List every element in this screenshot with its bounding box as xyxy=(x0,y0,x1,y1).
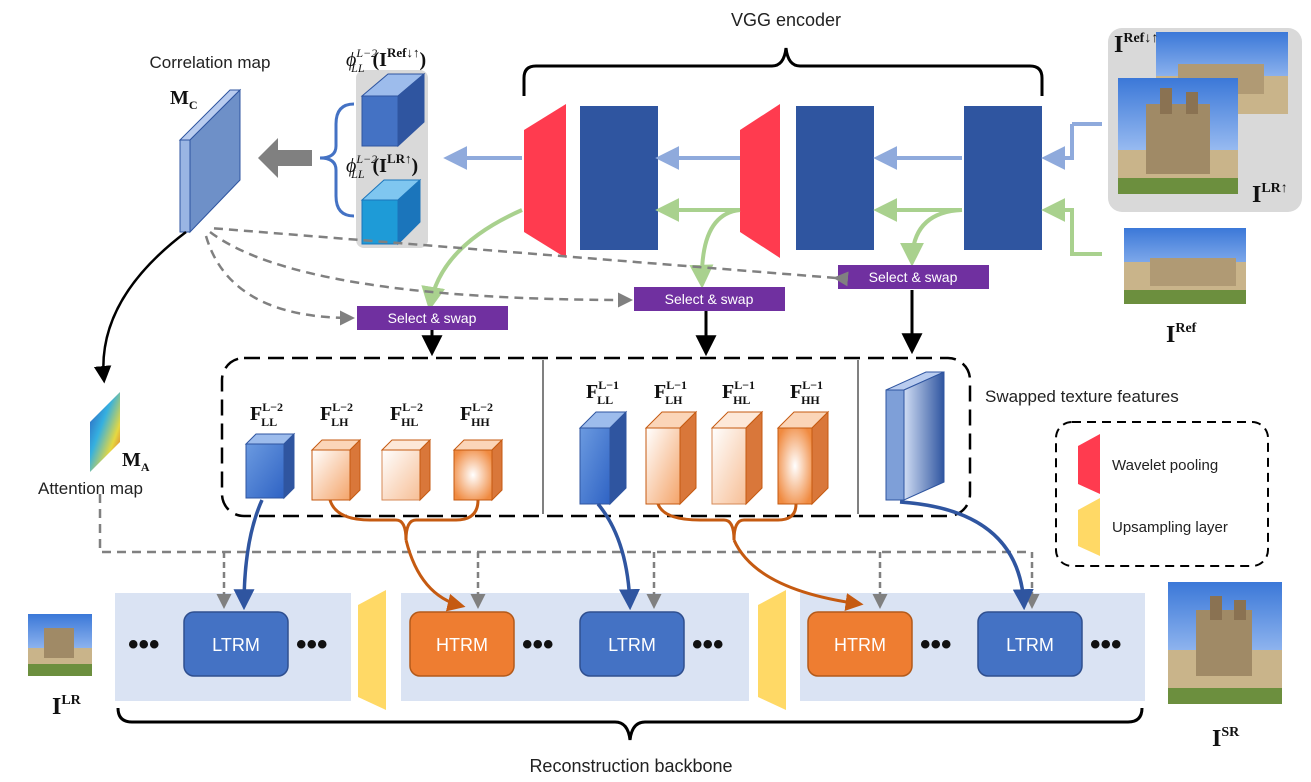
blue-arrow xyxy=(1041,124,1074,170)
attention-map-label: Attention map xyxy=(38,479,143,498)
grey-dashed-arrow xyxy=(209,226,849,287)
cube-lh-l1 xyxy=(644,410,698,506)
green-arrow xyxy=(421,208,523,311)
htrm-label: HTRM xyxy=(834,635,886,655)
ltrm-label: LTRM xyxy=(1006,635,1054,655)
correlation-map xyxy=(178,88,242,234)
cube-hl-l1 xyxy=(710,410,764,506)
vgg-encoder-label: VGG encoder xyxy=(731,10,841,30)
i-lr-label: ILR xyxy=(52,693,82,720)
navy-arrow xyxy=(899,500,1034,611)
i-sr-label: ISR xyxy=(1212,725,1240,752)
upsampling-layer-1 xyxy=(358,590,386,710)
cube-lh-l2 xyxy=(310,438,362,502)
lr-up-image xyxy=(1118,78,1238,194)
orange-brace xyxy=(328,499,480,541)
grey-arrow xyxy=(258,138,312,178)
vgg-brace xyxy=(522,47,1044,96)
ltrm-label: LTRM xyxy=(608,635,656,655)
legend-upsampling-label: Upsampling layer xyxy=(1112,519,1228,536)
navy-arrow xyxy=(596,502,640,611)
ellipsis: ••• xyxy=(692,628,724,661)
phi-lr-cube xyxy=(360,178,422,246)
svg-text:Select & swap: Select & swap xyxy=(869,269,958,285)
phi-ref-cube xyxy=(360,72,426,148)
htrm-module-1: HTRM xyxy=(409,611,515,677)
swapped-features-box xyxy=(220,356,972,518)
attention-dashed-line xyxy=(98,494,1032,554)
vgg-block-2 xyxy=(796,106,874,250)
ltrm-module-1: LTRM xyxy=(183,611,289,677)
upsampling-layer-2 xyxy=(758,590,786,710)
select-swap-2: Select & swap xyxy=(634,287,785,311)
grey-dashed-arrow xyxy=(204,235,355,326)
legend-box xyxy=(1055,421,1269,567)
ellipsis: ••• xyxy=(522,628,554,661)
grey-dashed-arrow xyxy=(209,231,633,308)
vgg-block-3 xyxy=(964,106,1042,250)
phi-brace xyxy=(319,102,355,218)
lr-input-image xyxy=(28,614,92,676)
wavelet-pool-1 xyxy=(524,104,566,258)
backbone-brace xyxy=(116,707,1144,741)
attention-map xyxy=(90,392,120,472)
legend-upsampling-swatch xyxy=(1078,498,1100,556)
wavelet-pool-2 xyxy=(740,104,780,258)
htrm-module-2: HTRM xyxy=(807,611,913,677)
select-swap-3: Select & swap xyxy=(838,265,989,289)
slab-l-feature xyxy=(885,371,945,501)
svg-text:Select & swap: Select & swap xyxy=(388,310,477,326)
correlation-map-label: Correlation map xyxy=(150,53,271,72)
cube-hl-l2 xyxy=(380,438,432,502)
green-arrow xyxy=(900,208,963,267)
orange-arrow xyxy=(732,539,864,611)
legend-wavelet-swatch xyxy=(1078,434,1100,494)
htrm-label: HTRM xyxy=(436,635,488,655)
corr-to-attention-arrow xyxy=(93,231,187,384)
cube-hh-l1 xyxy=(776,410,830,506)
cube-ll-l2 xyxy=(244,432,296,500)
navy-arrow xyxy=(233,499,264,611)
legend-wavelet-label: Wavelet pooling xyxy=(1112,457,1218,474)
svg-text:Select & swap: Select & swap xyxy=(665,291,754,307)
i-ref-label: IRef xyxy=(1166,321,1197,348)
ref-image xyxy=(1124,228,1246,304)
orange-arrow xyxy=(404,539,466,612)
green-arrow xyxy=(689,208,741,289)
ltrm-module-3: LTRM xyxy=(977,611,1083,677)
i-lr-up-label: ILR↑ xyxy=(1252,181,1288,208)
ellipsis: ••• xyxy=(1090,628,1122,661)
mc-label: MC xyxy=(170,87,198,112)
swapped-features-label: Swapped texture features xyxy=(985,387,1179,406)
ellipsis: ••• xyxy=(296,628,328,661)
select-swap-1: Select & swap xyxy=(357,306,508,330)
ltrm-label: LTRM xyxy=(212,635,260,655)
orange-brace xyxy=(656,503,798,541)
green-arrow xyxy=(1041,198,1102,256)
reconstruction-backbone-label: Reconstruction backbone xyxy=(529,756,732,776)
cube-hh-l2 xyxy=(452,438,504,502)
cube-ll-l1 xyxy=(578,410,628,506)
vgg-block-1 xyxy=(580,106,658,250)
ltrm-module-2: LTRM xyxy=(579,611,685,677)
sr-output-image xyxy=(1168,582,1282,704)
ma-label: MA xyxy=(122,449,150,474)
ellipsis: ••• xyxy=(128,628,160,661)
ellipsis: ••• xyxy=(920,628,952,661)
i-ref-downup-label: IRef↓↑ xyxy=(1114,31,1158,58)
